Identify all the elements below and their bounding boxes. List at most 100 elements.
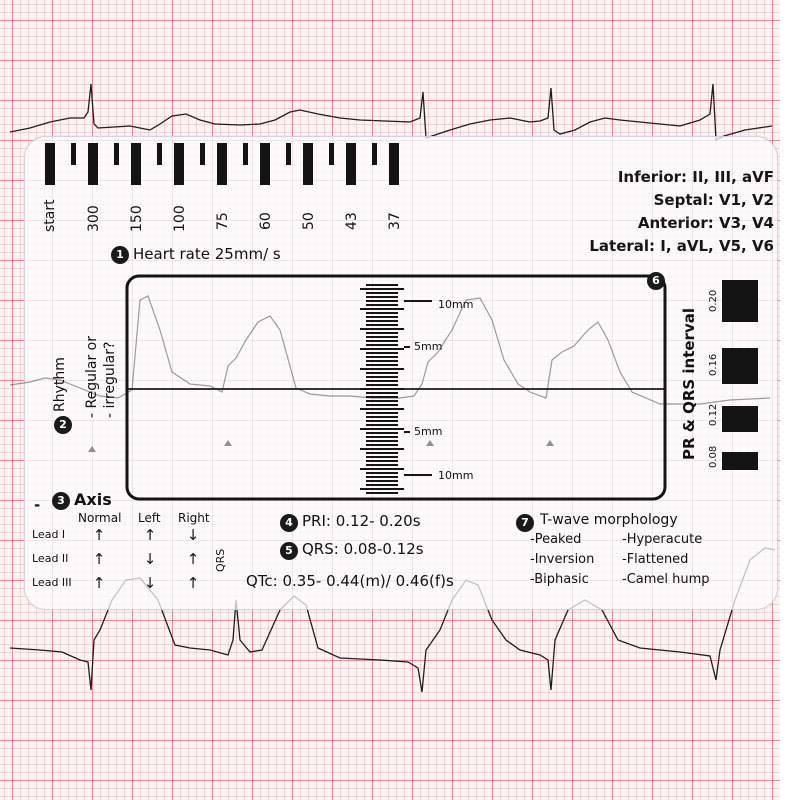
rate-tick-minor (329, 143, 334, 165)
mm-ruler-minor-tick (366, 384, 398, 386)
step-6-badge: 6 (647, 272, 665, 290)
mm-ruler-major-tick (360, 328, 404, 330)
mm-ruler-pointer (404, 346, 410, 348)
mm-ruler-minor-tick (366, 436, 398, 438)
mm-ruler-minor-tick (366, 304, 398, 306)
mm-ruler-major-tick (360, 448, 404, 450)
mm-ruler-minor-tick (366, 464, 398, 466)
mm-ruler-minor-tick (366, 356, 398, 358)
mm-ruler-minor-tick (366, 492, 398, 494)
step-5-badge: 5 (280, 542, 298, 560)
mm-ruler-minor-tick (366, 292, 398, 294)
mm-ruler-minor-tick (366, 444, 398, 446)
mm-ruler-minor-tick (366, 404, 398, 406)
axis-row-lead-ii: Lead II (32, 552, 69, 565)
rate-label-start: start (42, 199, 58, 232)
step-7-badge: 7 (516, 514, 534, 532)
mm-ruler-minor-tick (366, 284, 398, 286)
up-arrow-icon: ↑ (92, 550, 106, 568)
mm-ruler-minor-tick (366, 476, 398, 478)
t-wave-peaked: -Peaked (530, 532, 582, 547)
interval-title: PR & QRS interval (680, 308, 698, 460)
rate-label-37: 37 (387, 212, 403, 230)
rate-tick-major (260, 143, 270, 185)
rate-tick-minor (243, 143, 248, 165)
interval-label-012: 0.12 (708, 403, 719, 426)
mm-ruler-major-tick (360, 348, 404, 350)
interval-blocks (722, 280, 758, 470)
interval-label-020: 0.20 (708, 289, 719, 312)
mm-ruler-minor-tick (366, 420, 398, 422)
mm-ruler-major-tick (360, 288, 404, 290)
rate-tick-major (131, 143, 141, 185)
down-arrow-icon: ↓ (186, 526, 200, 544)
mm-ruler-minor-tick (366, 396, 398, 398)
rate-tick-major (88, 143, 98, 185)
mm-ruler-minor-tick (366, 456, 398, 458)
interval-label-008: 0.08 (708, 445, 719, 468)
mm-ruler-minor-tick (366, 484, 398, 486)
mm-ruler-minor-tick (366, 380, 398, 382)
mm-ruler-minor-tick (366, 300, 398, 302)
up-arrow-icon: ↑ (186, 574, 200, 592)
t-wave-inversion: -Inversion (530, 552, 595, 567)
mm-ruler-pointer (404, 431, 410, 433)
rate-tick-minor (286, 143, 291, 165)
mm-ruler-major-tick (360, 388, 404, 390)
mm-ruler-minor-tick (366, 360, 398, 362)
mm-ruler-minor-tick (366, 352, 398, 354)
axis-header-left: Left (138, 511, 161, 525)
heart-rate-label: Heart rate 25mm/ s (133, 245, 281, 263)
t-wave-camel-hump: -Camel hump (622, 572, 710, 587)
down-arrow-icon: ↓ (143, 550, 157, 568)
rate-tick-major (389, 143, 399, 185)
rhythm-label: Rhythm (52, 357, 68, 412)
rate-label-300: 300 (86, 205, 102, 232)
mm-ruler-minor-tick (366, 416, 398, 418)
lead-group-inferior: Inferior: II, III, aVF (617, 168, 774, 186)
rate-label-43: 43 (344, 212, 360, 230)
mm-ruler-minor-tick (366, 424, 398, 426)
mm-ruler-minor-tick (366, 432, 398, 434)
mm-ruler-pointer (404, 300, 432, 302)
ecg-ruler-card (24, 136, 778, 610)
mm-ruler-pointer (404, 474, 432, 476)
up-arrow-icon: ↑ (92, 526, 106, 544)
mm-ruler-minor-tick (366, 440, 398, 442)
step-1-badge: 1 (111, 246, 129, 264)
axis-label: Axis (74, 490, 112, 509)
mm-label-top-10: 10mm (438, 298, 474, 311)
mm-ruler-minor-tick (366, 344, 398, 346)
qtc-label: QTc: 0.35- 0.44(m)/ 0.46(f)s (246, 572, 454, 590)
ecg-trace-top (9, 83, 773, 142)
mm-ruler-minor-tick (366, 376, 398, 378)
rate-tick-minor (157, 143, 162, 165)
rhythm-regular-label: - Regular or (84, 336, 100, 418)
mm-label-bottom-10: 10mm (438, 469, 474, 482)
mm-ruler-minor-tick (366, 336, 398, 338)
t-wave-biphasic: -Biphasic (530, 572, 589, 587)
rate-tick-major (174, 143, 184, 185)
mm-ruler-minor-tick (366, 400, 398, 402)
beat-markers (88, 440, 554, 452)
rate-tick-major (303, 143, 313, 185)
axis-row-lead-iii: Lead III (32, 576, 72, 589)
mm-ruler-minor-tick (366, 472, 398, 474)
axis-row-lead-i: Lead I (32, 528, 66, 541)
axis-dash: - (34, 496, 41, 514)
mm-ruler-minor-tick (366, 324, 398, 326)
mm-ruler-major-tick (360, 468, 404, 470)
rate-tick-major (217, 143, 227, 185)
down-arrow-icon: ↓ (143, 574, 157, 592)
pri-label: PRI: 0.12- 0.20s (302, 512, 421, 530)
rate-label-100: 100 (172, 205, 188, 232)
rate-label-75: 75 (215, 212, 231, 230)
lead-group-anterior: Anterior: V3, V4 (637, 214, 774, 232)
mm-ruler-minor-tick (366, 364, 398, 366)
mm-ruler-minor-tick (366, 340, 398, 342)
up-arrow-icon: ↑ (186, 550, 200, 568)
mm-label-bottom-5: 5mm (414, 425, 443, 438)
